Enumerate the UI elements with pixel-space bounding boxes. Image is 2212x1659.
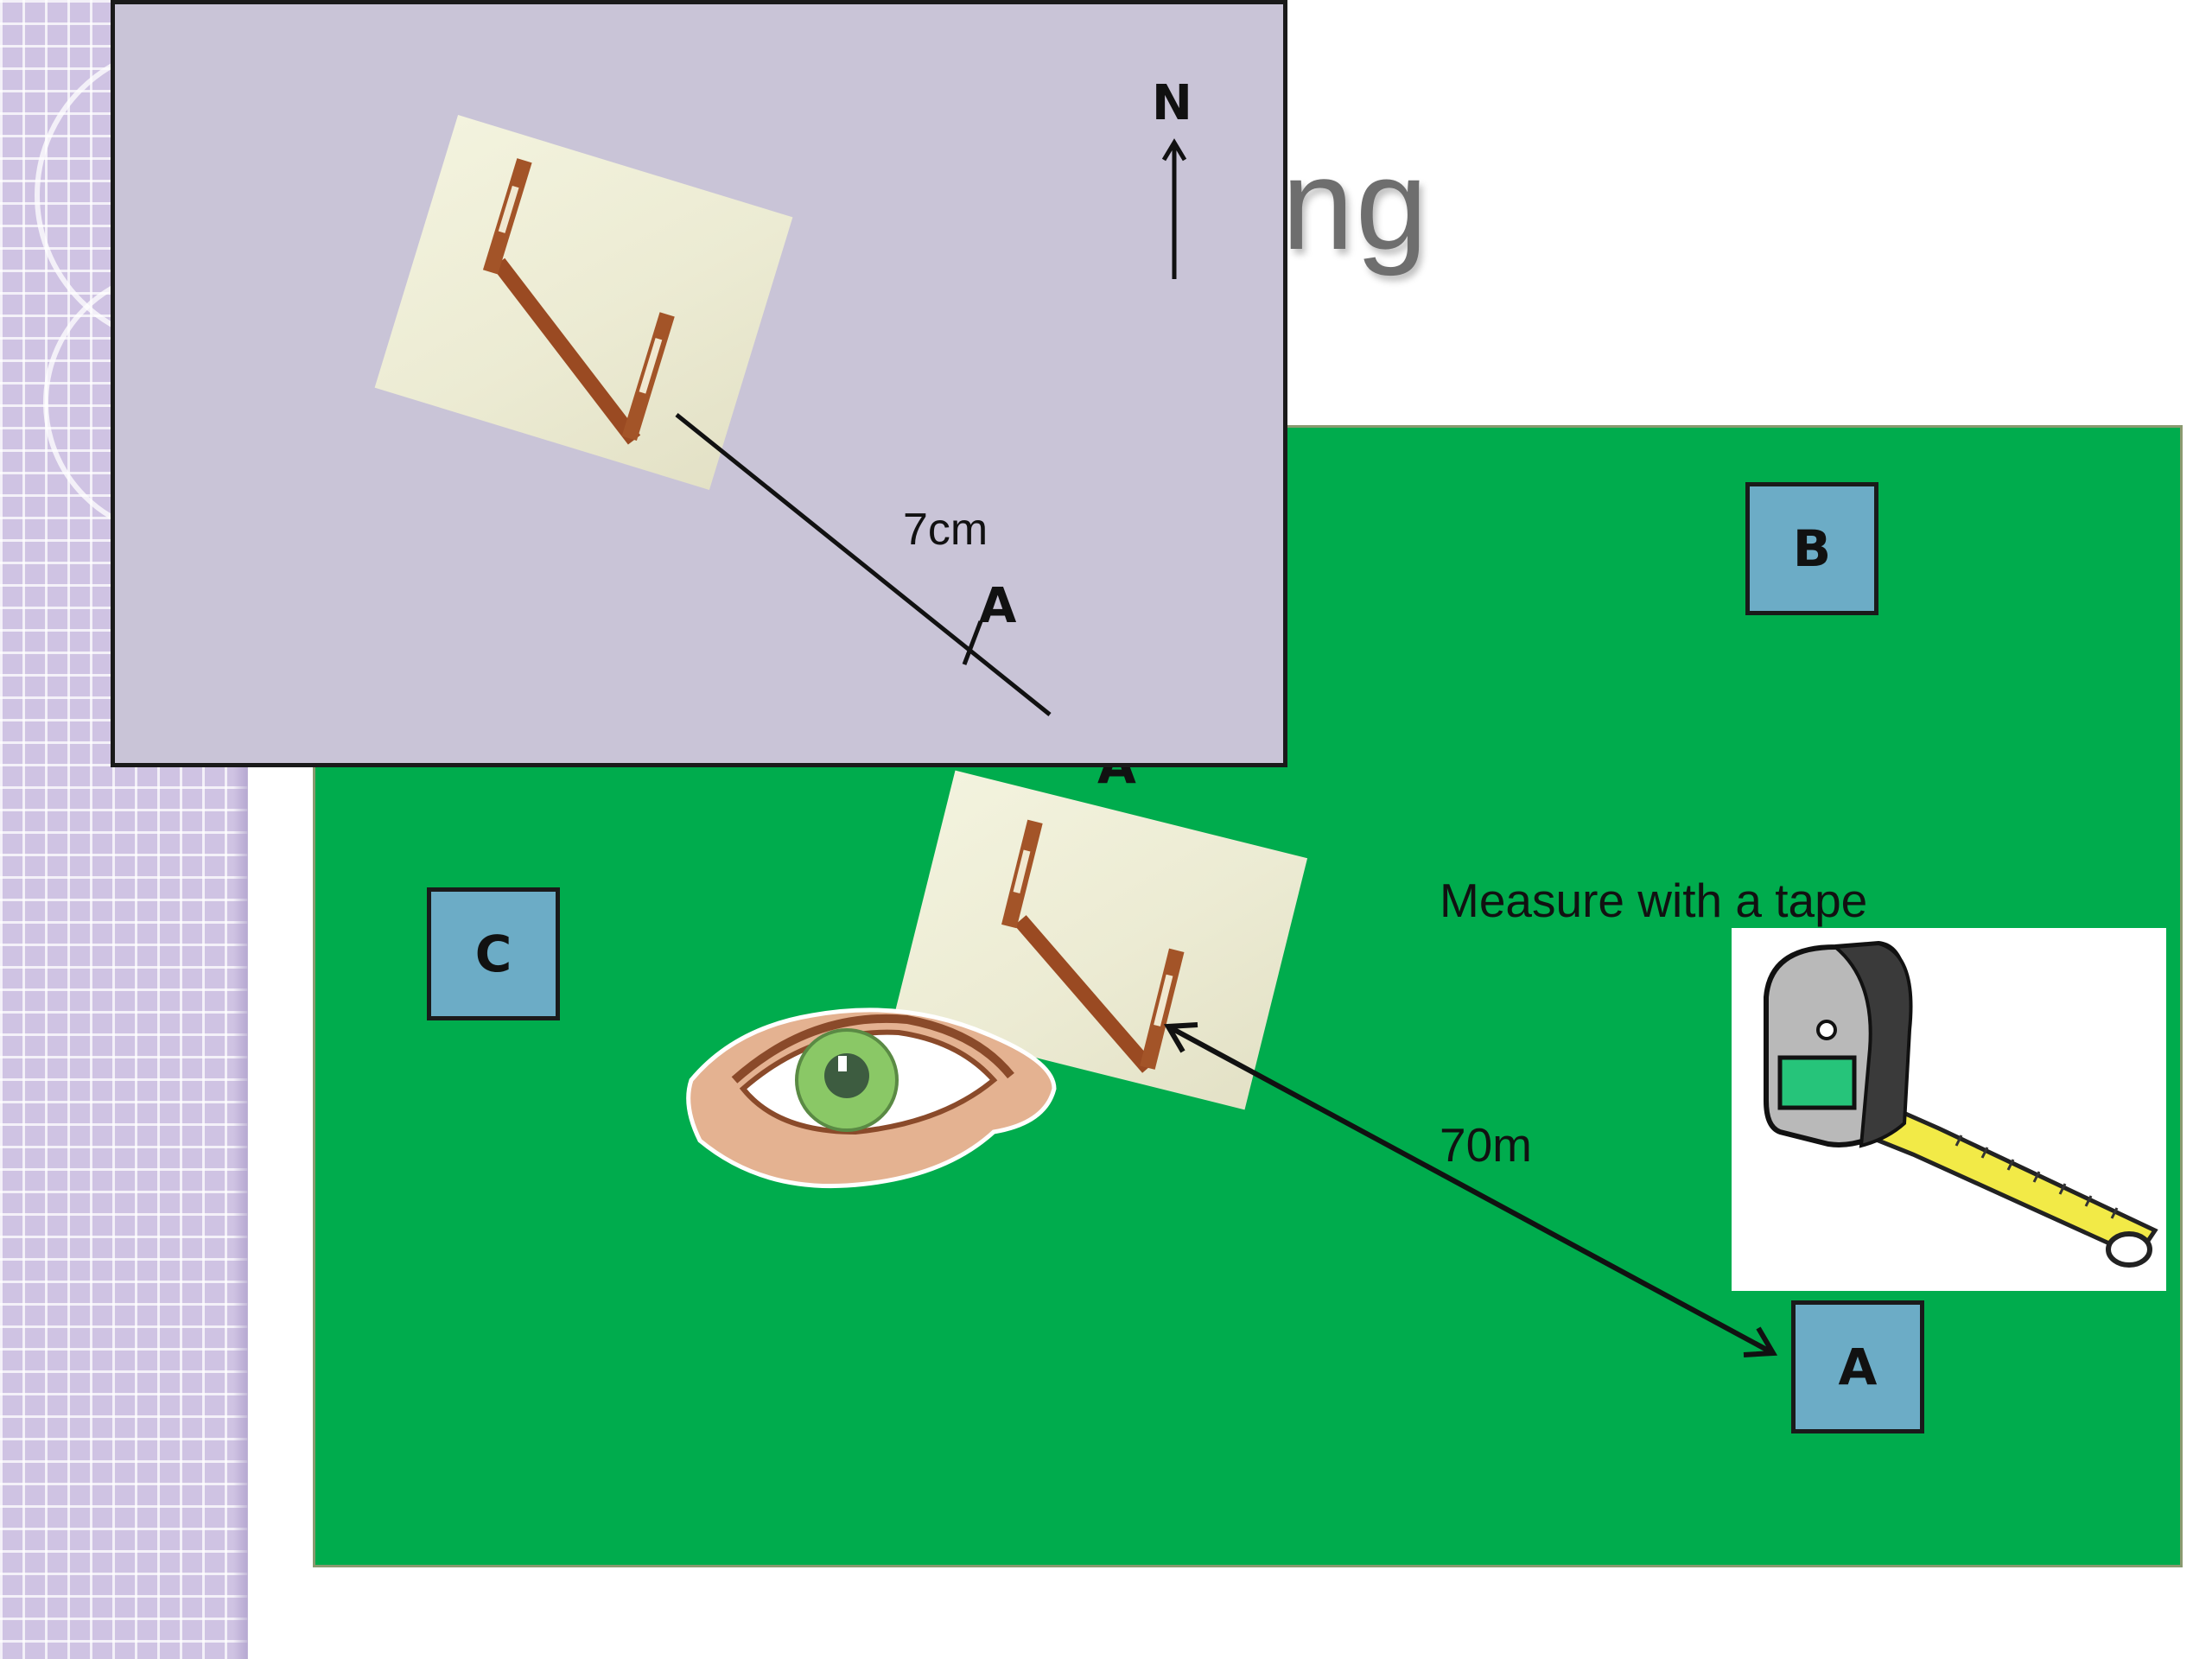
distance-label: 70m: [1440, 1118, 1532, 1172]
north-arrow-head: [1161, 138, 1187, 162]
eye-image: [683, 994, 1063, 1192]
inset-line-layer: [675, 138, 1187, 716]
marker-b: B: [1745, 482, 1878, 615]
marker-a: A: [1791, 1300, 1924, 1433]
tape-measure-icon: [1764, 940, 2158, 1268]
inset-point-label: A: [979, 578, 1017, 634]
north-label: N: [1152, 75, 1192, 131]
inset-sighting-compass-icon: [482, 158, 675, 445]
marker-c: C: [427, 887, 560, 1020]
inset-map-panel: N 7cm A: [111, 0, 1287, 767]
arrowhead-marker-end: [1743, 1326, 1778, 1357]
inset-sighting-compass-photo: [374, 115, 793, 490]
point-a-tick: [962, 620, 983, 665]
sighting-compass-photo: [892, 770, 1308, 1110]
tape-measure-image: [1732, 928, 2166, 1291]
eye-icon: [686, 1007, 1057, 1189]
scale-label: 7cm: [903, 505, 988, 555]
arrowhead-compass-end: [1163, 1022, 1198, 1053]
distance-arrow: [1166, 1024, 1775, 1356]
sighting-compass-icon: [1001, 819, 1185, 1073]
bearing-line: [675, 413, 1052, 716]
tape-caption: Measure with a tape: [1440, 874, 1868, 927]
